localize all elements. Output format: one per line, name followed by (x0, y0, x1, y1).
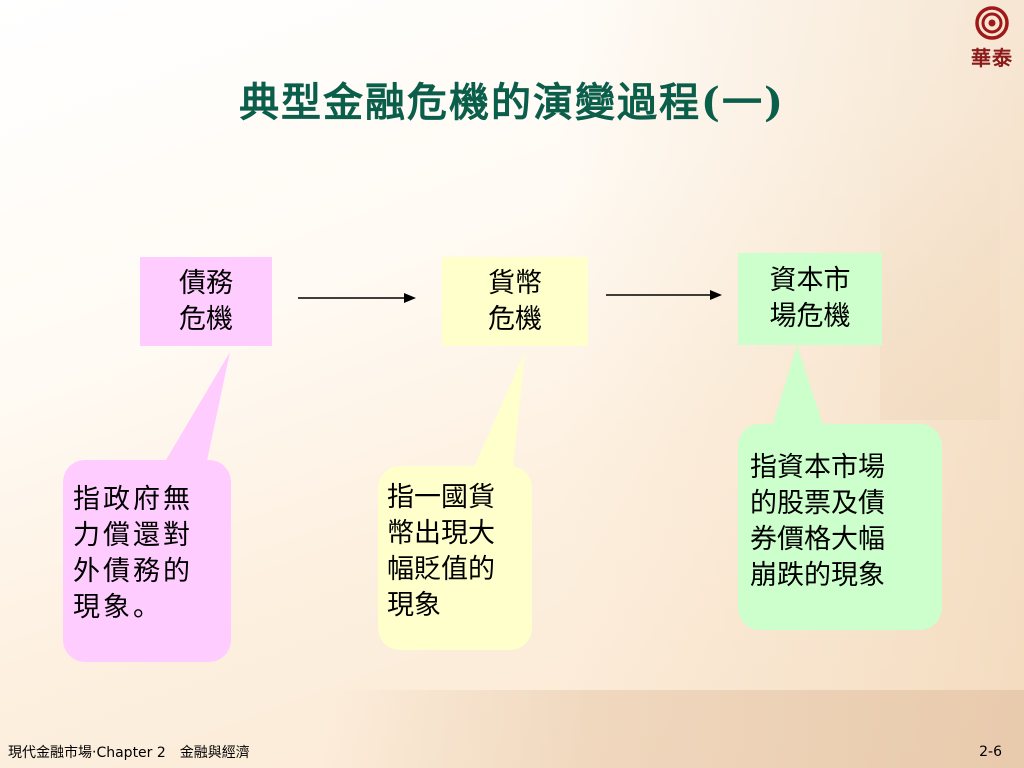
box-label-line: 債務 (179, 267, 233, 299)
footer-course-title: 現代金融市場‧Chapter 2 金融與經濟 (8, 745, 250, 761)
slide-title: 典型金融危機的演變過程(一) (239, 79, 785, 126)
arrow-debt-to-currency (298, 293, 416, 303)
currency-callout-tail (470, 352, 525, 476)
box-label-line: 資本市 (769, 265, 851, 296)
callout-line: 幅貶值的 (387, 554, 495, 585)
callout-line: 現象。 (73, 592, 163, 623)
box-label-line: 場危機 (769, 301, 851, 332)
callout-line: 幣出現大 (387, 518, 495, 549)
box-label-line: 貨幣 (488, 267, 542, 299)
callout-line: 外債務的 (73, 556, 193, 587)
debt-crisis-box: 債務 危機 (140, 257, 272, 346)
currency-crisis-box: 貨幣 危機 (442, 257, 588, 346)
capital-market-crisis-callout: 指資本市場 的股票及債 券價格大幅 崩跌的現象 (738, 424, 942, 630)
callout-line: 券價格大幅 (750, 524, 885, 555)
debt-crisis-callout: 指政府無 力償還對 外債務的 現象。 (63, 460, 231, 662)
debt-callout-tail (160, 352, 230, 470)
callout-line: 崩跌的現象 (750, 560, 885, 591)
callout-line: 現象 (387, 590, 441, 621)
arrow-currency-to-capital (606, 290, 722, 300)
capital-market-crisis-box: 資本市 場危機 (738, 253, 882, 345)
capital-callout-tail (770, 345, 826, 434)
callout-line: 的股票及債 (750, 488, 885, 519)
box-label-line: 危機 (488, 303, 542, 335)
callout-line: 指一國貨 (387, 482, 495, 513)
logo-icon (975, 6, 1009, 40)
callout-line: 力償還對 (73, 520, 193, 551)
company-logo: 華泰 (960, 6, 1024, 71)
callout-line: 指政府無 (73, 484, 193, 515)
logo-text: 華泰 (971, 46, 1013, 70)
box-label-line: 危機 (179, 303, 233, 335)
callout-line: 指資本市場 (750, 452, 885, 483)
currency-crisis-callout: 指一國貨 幣出現大 幅貶值的 現象 (378, 466, 532, 650)
page-number: 2-6 (979, 744, 1002, 760)
